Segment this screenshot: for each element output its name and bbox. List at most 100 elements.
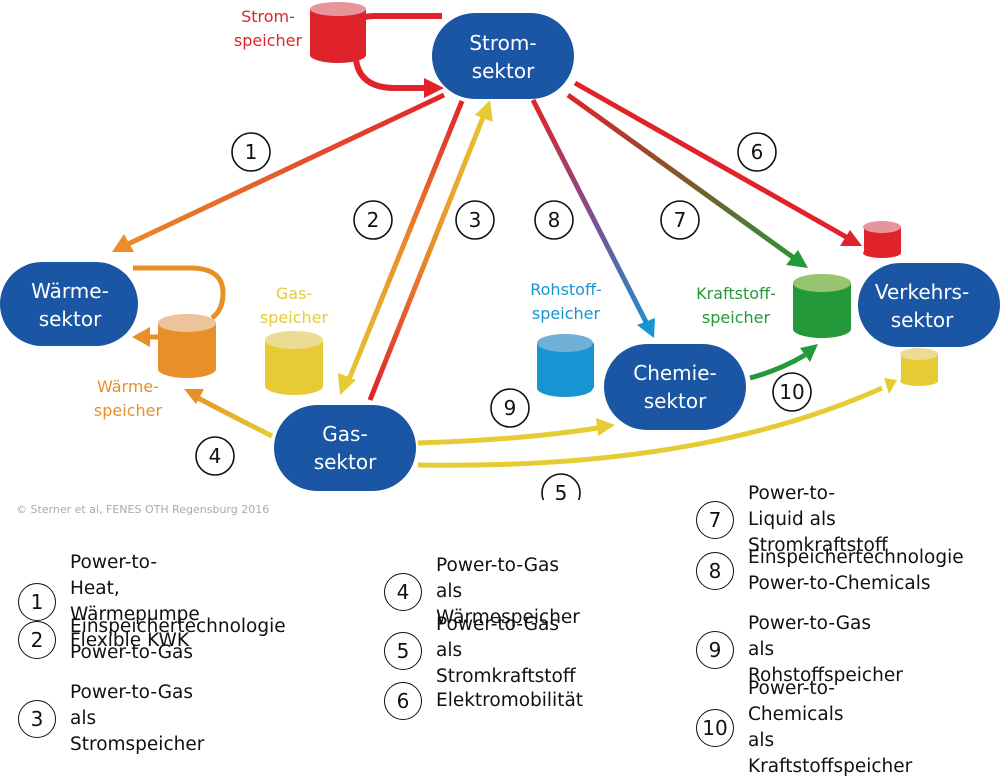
cylinder-verkehr-strom: [863, 221, 901, 258]
path-number-circle: [541, 473, 581, 500]
path-number-label: 4: [209, 444, 222, 468]
path-number-label: 5: [555, 481, 568, 500]
legend-number-3: 3: [18, 700, 56, 738]
legend-item-1: 1 Power-to-Heat, Wärmepumpe Flexible KWK: [18, 550, 200, 654]
cylinder-gas-speicher: [265, 331, 323, 395]
legend-item-2: 2 Einspeichertechnologie Power-to-Gas: [18, 614, 286, 666]
svg-text:sektor: sektor: [39, 307, 102, 331]
legend-text-3: Power-to-Gas als Stromspeicher: [70, 682, 205, 755]
legend-number-5: 5: [384, 632, 422, 670]
node-strom-sektor[interactable]: Strom- sektor: [432, 13, 574, 99]
path-number-5: 5: [541, 473, 581, 500]
path-number-circle: [195, 436, 235, 476]
path-number-label: 7: [674, 208, 687, 232]
svg-text:Strom-: Strom-: [469, 31, 536, 55]
path-number-circle: [490, 388, 530, 428]
path-number-label: 8: [548, 208, 561, 232]
legend-text-5: Power-to-Gas als Stromkraftstoff: [436, 614, 576, 687]
arrow-2-strom-to-gas: [338, 100, 465, 395]
svg-text:Wärme-: Wärme-: [31, 279, 109, 303]
svg-text:sektor: sektor: [314, 450, 377, 474]
legend-text-1: Power-to-Heat, Wärmepumpe Flexible KWK: [70, 552, 200, 651]
svg-text:Chemie-: Chemie-: [633, 361, 717, 385]
path-number-7: 7: [660, 200, 700, 240]
path-number-circle: [353, 200, 393, 240]
legend-text-4: Power-to-Gas als Wärmespeicher: [436, 555, 580, 628]
kraftstoff-speicher-label: Kraftstoff-: [696, 284, 776, 303]
path-number-label: 6: [751, 140, 764, 164]
path-number-4: 4: [195, 436, 235, 476]
legend-item-6: 6 Elektromobilität: [384, 682, 583, 720]
cylinder-waerme-speicher: [158, 314, 216, 378]
path-number-circle: [737, 132, 777, 172]
cylinder-strom-speicher: [310, 2, 366, 63]
svg-text:sektor: sektor: [644, 389, 707, 413]
arrow-9-gas-to-chemie: [417, 418, 615, 446]
waerme-speicher-label-2: speicher: [94, 401, 163, 420]
legend-item-10: 10 Power-to-Chemicals als Kraftstoffspei…: [696, 676, 912, 780]
path-number-circle: [534, 200, 574, 240]
legend-text-7: Power-to-Liquid als Stromkraftstoff: [748, 483, 888, 556]
legend-text-9: Power-to-Gas als Rohstoffspeicher: [748, 613, 903, 686]
svg-text:sektor: sektor: [891, 308, 954, 332]
svg-text:Gas-: Gas-: [322, 422, 367, 446]
path-number-label: 9: [504, 396, 517, 420]
legend-text-2: Einspeichertechnologie Power-to-Gas: [70, 616, 286, 663]
legend-number-1: 1: [18, 583, 56, 621]
path-number-1: 1: [231, 132, 271, 172]
legend-number-2: 2: [18, 621, 56, 659]
path-number-circle: [455, 200, 495, 240]
strom-speicher-label: Strom-: [241, 7, 295, 26]
path-number-2: 2: [353, 200, 393, 240]
arrow-5-gas-to-verkehr: [417, 378, 897, 468]
path-number-6: 6: [737, 132, 777, 172]
cylinder-kraftstoff-speicher: [793, 274, 851, 338]
legend-number-7: 7: [696, 501, 734, 539]
legend-text-8: Einspeichertechnologie Power-to-Chemical…: [748, 547, 964, 594]
path-number-label: 1: [245, 140, 258, 164]
path-number-3: 3: [455, 200, 495, 240]
node-waerme-sektor[interactable]: Wärme- sektor: [0, 262, 138, 346]
path-number-9: 9: [490, 388, 530, 428]
cylinder-rohstoff-speicher: [537, 334, 594, 397]
path-number-10: 10: [772, 372, 812, 412]
legend-number-8: 8: [696, 552, 734, 590]
cylinder-verkehr-gas: [900, 348, 938, 386]
gas-speicher-label-2: speicher: [260, 308, 329, 327]
arrow-3-gas-to-strom: [367, 100, 493, 401]
arrow-8-strom-to-chemie: [530, 98, 655, 338]
svg-text:sektor: sektor: [472, 59, 535, 83]
legend-text-10: Power-to-Chemicals als Kraftstoffspeiche…: [748, 678, 913, 777]
svg-text:Verkehrs-: Verkehrs-: [875, 280, 969, 304]
rohstoff-speicher-label-2: speicher: [532, 304, 601, 323]
path-number-circle: [231, 132, 271, 172]
legend-item-8: 8 Einspeichertechnologie Power-to-Chemic…: [696, 545, 964, 597]
arrow-1-strom-to-waerme: [112, 92, 446, 252]
path-number-label: 10: [779, 380, 804, 404]
legend-item-5: 5 Power-to-Gas als Stromkraftstoff: [384, 612, 576, 690]
legend-number-9: 9: [696, 631, 734, 669]
node-verkehrs-sektor[interactable]: Verkehrs- sektor: [858, 263, 1000, 347]
arrow-4-gas-to-waerme: [184, 389, 274, 439]
node-chemie-sektor[interactable]: Chemie- sektor: [604, 344, 746, 430]
arrow-6-strom-to-verkehr: [573, 80, 862, 246]
gas-speicher-label: Gas-: [276, 284, 312, 303]
path-number-8: 8: [534, 200, 574, 240]
rohstoff-speicher-label: Rohstoff-: [530, 280, 602, 299]
path-number-label: 3: [469, 208, 482, 232]
legend-item-7: 7 Power-to-Liquid als Stromkraftstoff: [696, 481, 888, 559]
strom-speicher-label-2: speicher: [234, 31, 303, 50]
legend-number-6: 6: [384, 682, 422, 720]
path-number-label: 2: [367, 208, 380, 232]
node-gas-sektor[interactable]: Gas- sektor: [274, 405, 416, 491]
path-number-circle: [772, 372, 812, 412]
path-number-circle: [660, 200, 700, 240]
legend-number-4: 4: [384, 573, 422, 611]
arrow-7-strom-to-kraftstoff: [566, 92, 808, 268]
legend-item-3: 3 Power-to-Gas als Stromspeicher: [18, 680, 204, 758]
waerme-speicher-label: Wärme-: [97, 377, 159, 396]
arrow-10-chemie-to-kraftstoff: [749, 344, 818, 381]
kraftstoff-speicher-label-2: speicher: [702, 308, 771, 327]
legend-text-6: Elektromobilität: [436, 690, 584, 711]
legend-item-9: 9 Power-to-Gas als Rohstoffspeicher: [696, 611, 903, 689]
